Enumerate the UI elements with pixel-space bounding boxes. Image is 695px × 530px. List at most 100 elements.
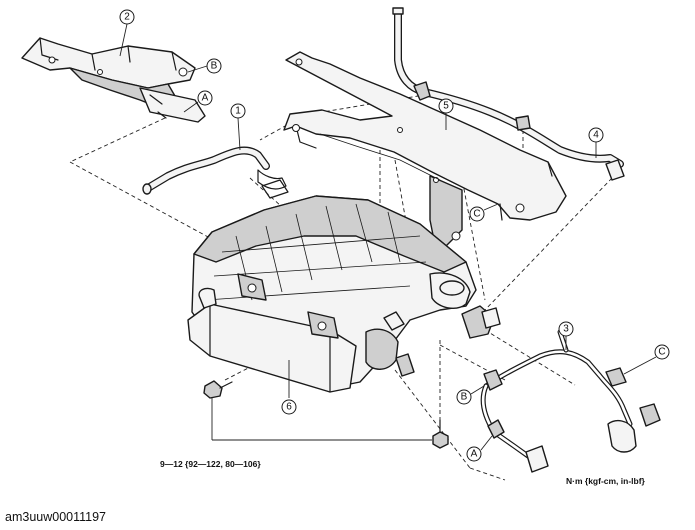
bolt-lower bbox=[432, 419, 449, 449]
canister-connector-icon bbox=[395, 353, 415, 377]
bracket-hole bbox=[178, 67, 188, 77]
guide-line bbox=[249, 177, 386, 301]
leader-line bbox=[480, 435, 493, 451]
harness-main bbox=[484, 350, 632, 426]
callout-ref-a-lower: A bbox=[466, 435, 493, 462]
bolt-upper bbox=[203, 380, 233, 440]
callout-ring bbox=[588, 127, 604, 143]
bracket-hole bbox=[97, 69, 103, 75]
callout-ref-c-bracket: C bbox=[469, 203, 499, 222]
bracket-main-plate bbox=[283, 51, 567, 221]
callout-ring bbox=[197, 90, 213, 106]
guide-line bbox=[69, 161, 211, 239]
hose-part-1 bbox=[142, 117, 287, 195]
guide-line bbox=[484, 177, 613, 311]
callout-ref-c-harness: C bbox=[623, 344, 670, 375]
harness-clip-icon bbox=[605, 367, 627, 387]
figure-id-label: am3uuw00011197 bbox=[5, 510, 106, 524]
canister-valve-cap bbox=[439, 280, 465, 296]
callout-part-3: 3 bbox=[558, 321, 574, 337]
callout-ring bbox=[456, 389, 472, 405]
callout-number: 3 bbox=[563, 324, 569, 335]
callout-letter: C bbox=[658, 347, 665, 358]
guide-line bbox=[439, 344, 506, 381]
bracket-part-5 bbox=[283, 51, 567, 247]
bracket-hole bbox=[451, 231, 461, 241]
callout-number: 5 bbox=[443, 101, 449, 112]
bracket-rib bbox=[319, 133, 441, 181]
callout-ring bbox=[558, 321, 574, 337]
callout-letter: A bbox=[202, 93, 209, 104]
bracket-hole bbox=[295, 58, 303, 66]
callout-ref-b-upper: B bbox=[187, 58, 222, 74]
hose-part-4 bbox=[392, 7, 625, 181]
guide-line bbox=[69, 117, 166, 163]
bolt-shank bbox=[219, 381, 233, 389]
guide-line bbox=[484, 329, 576, 386]
canister-lower-panel bbox=[187, 303, 357, 393]
callout-number: 1 bbox=[235, 106, 241, 117]
harness-connector-icon bbox=[525, 445, 549, 473]
callout-letter: C bbox=[473, 209, 480, 220]
harness-stub bbox=[558, 330, 568, 352]
bracket-clip-icon bbox=[149, 94, 167, 119]
callout-letter: B bbox=[461, 392, 468, 403]
callout-part-2: 2 bbox=[119, 9, 135, 57]
bracket-fold-lines bbox=[39, 37, 177, 71]
callout-part-5: 5 bbox=[438, 98, 454, 114]
callout-number: 2 bbox=[124, 12, 130, 23]
bracket-hole bbox=[292, 124, 300, 132]
canister-ribs bbox=[205, 235, 427, 301]
harness-part-3 bbox=[480, 307, 661, 473]
callout-ring bbox=[438, 98, 454, 114]
bracket-part-2 bbox=[21, 37, 206, 123]
leader-line bbox=[119, 23, 128, 57]
callout-part-6: 6 bbox=[281, 399, 297, 415]
callout-part-4: 4 bbox=[588, 127, 604, 143]
callout-ref-a-upper: A bbox=[183, 90, 213, 113]
callout-part-1: 1 bbox=[230, 103, 246, 119]
guide-line bbox=[459, 167, 486, 301]
harness-branch-outline bbox=[480, 383, 531, 459]
leader-line bbox=[483, 203, 499, 211]
vent-hose-end-fitting bbox=[605, 159, 625, 181]
callout-ring bbox=[230, 103, 246, 119]
hose-body bbox=[145, 147, 269, 191]
callout-ring bbox=[466, 446, 482, 462]
vent-hose-clip-icon bbox=[515, 115, 531, 131]
leader-line bbox=[237, 117, 241, 151]
vent-hose-body bbox=[395, 9, 623, 167]
leader-line bbox=[470, 385, 485, 395]
callout-number: 4 bbox=[593, 130, 599, 141]
canister-mount-hole bbox=[247, 283, 257, 293]
bolt-icon bbox=[203, 380, 223, 399]
harness-connector-icon bbox=[639, 403, 661, 427]
callout-ring bbox=[654, 344, 670, 360]
bracket-hole bbox=[515, 203, 525, 213]
guide-line bbox=[394, 369, 471, 469]
unit-legend-label: N·m {kgf-cm, in-lbf} bbox=[566, 476, 646, 486]
canister-port bbox=[198, 287, 217, 309]
bracket-lower-arm bbox=[139, 87, 206, 123]
hose-outline bbox=[144, 146, 270, 192]
harness-connector-icon bbox=[481, 307, 501, 329]
bracket-hole bbox=[397, 127, 403, 133]
canister-mount-hole bbox=[317, 321, 327, 331]
torque-spec-label: 9—12 {92—122, 80—106} bbox=[160, 459, 261, 469]
canister-part-6 bbox=[187, 179, 495, 398]
bracket-hole bbox=[48, 56, 56, 64]
callout-letter: A bbox=[471, 449, 478, 460]
hose-end bbox=[142, 183, 152, 195]
callout-number: 6 bbox=[286, 402, 292, 413]
vent-hose-clip-icon bbox=[413, 81, 431, 101]
leader-line bbox=[623, 356, 657, 375]
canister-hose-clamp-icon bbox=[261, 179, 289, 199]
vent-hose-cap bbox=[392, 7, 404, 15]
guide-line bbox=[304, 95, 419, 116]
callout-ring bbox=[469, 206, 485, 222]
canister-solenoid-icon bbox=[365, 328, 399, 370]
harness-main-outline bbox=[483, 349, 633, 427]
callout-ring bbox=[281, 399, 297, 415]
